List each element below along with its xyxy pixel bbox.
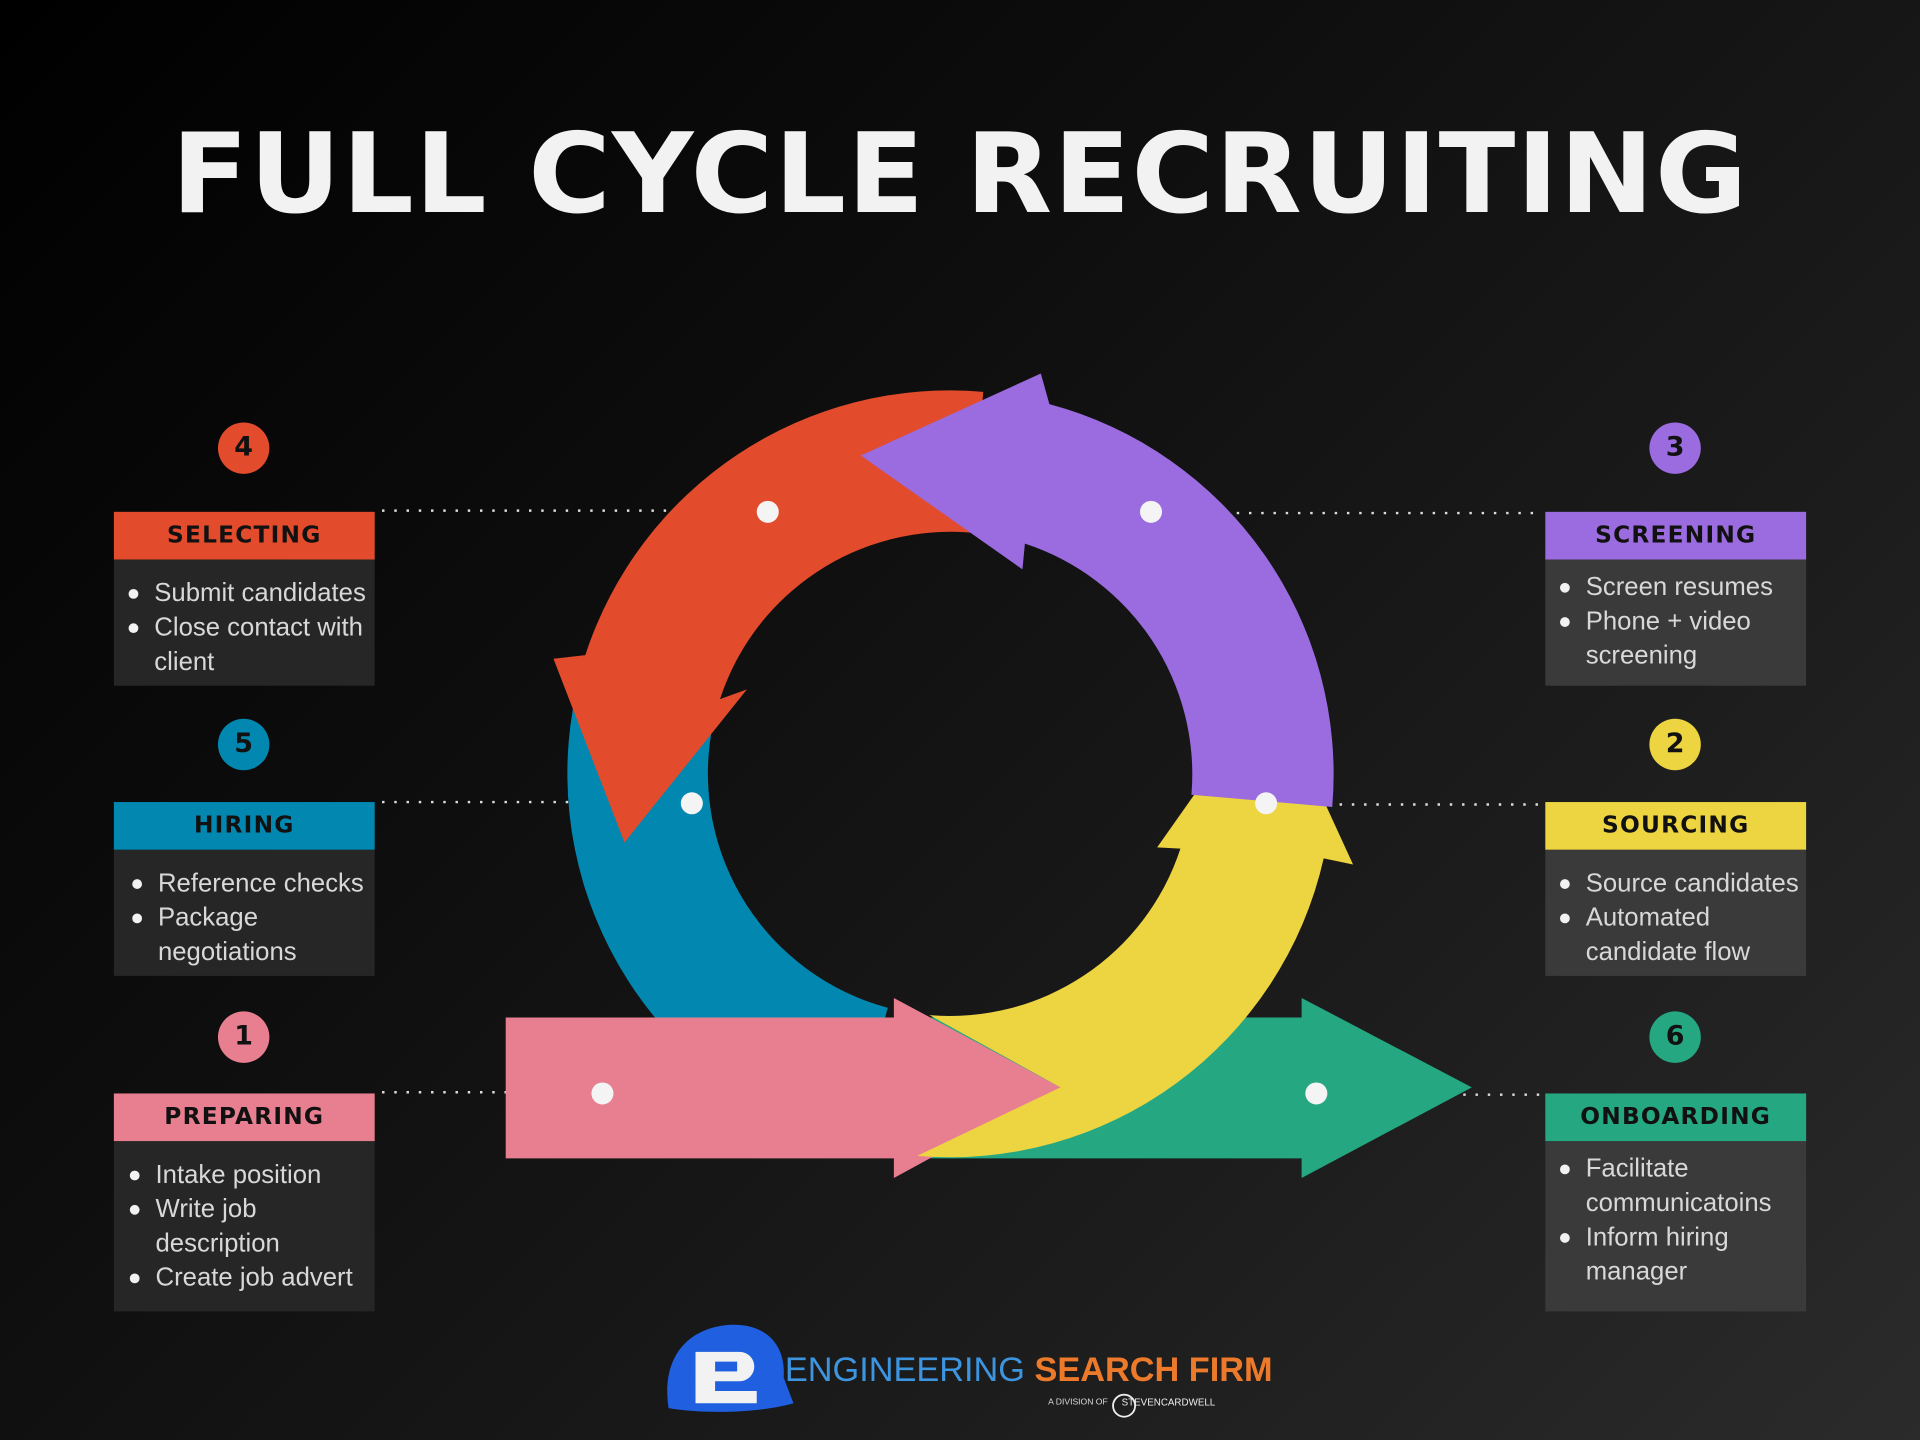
step-card-sourcing: SOURCING Source candidates Automated can… — [1545, 802, 1807, 976]
step-number-3: 3 — [1649, 422, 1701, 474]
company-logo-text: ENGINEERING SEARCH FIRM — [785, 1348, 1273, 1392]
step-number-5: 5 — [217, 718, 270, 771]
dot-hiring — [680, 792, 703, 815]
page-title: FULL CYCLE RECRUITING — [171, 110, 1749, 239]
step-title: PREPARING — [113, 1093, 375, 1142]
logo-part2: SEARCH FIRM — [1034, 1350, 1273, 1389]
list-item: Package negotiations — [130, 901, 368, 970]
list-item: Facilitate communicatoins — [1558, 1152, 1799, 1221]
division-label: A DIVISION OF — [1048, 1398, 1108, 1407]
list-item: Phone + video screening — [1558, 605, 1799, 674]
selecting-arrow — [553, 390, 984, 843]
preparing-arrow — [505, 997, 1061, 1178]
step-number-4: 4 — [217, 422, 270, 474]
step-number-1: 1 — [217, 1011, 270, 1063]
dot-sourcing — [1255, 792, 1278, 815]
list-item: Inform hiring manager — [1558, 1221, 1799, 1290]
dot-preparing — [591, 1082, 614, 1105]
list-item: Reference checks — [130, 867, 368, 901]
step-card-hiring: HIRING Reference checks Package negotiat… — [113, 802, 375, 976]
step-card-screening: SCREENING Screen resumes Phone + video s… — [1545, 511, 1807, 686]
parent-logo-icon — [1112, 1393, 1137, 1418]
connector-dots — [591, 500, 1328, 1105]
list-item: Screen resumes — [1558, 571, 1799, 605]
step-title: SOURCING — [1545, 802, 1807, 850]
list-item: Automated candidate flow — [1558, 901, 1799, 970]
hardhat-logo-icon — [667, 1324, 794, 1412]
list-item: Close contact with client — [126, 611, 367, 680]
list-item: Write job description — [127, 1193, 367, 1262]
dot-screening — [1140, 500, 1163, 523]
step-title: SCREENING — [1545, 511, 1807, 560]
step-number-6: 6 — [1649, 1011, 1701, 1063]
step-number-2: 2 — [1649, 718, 1701, 771]
step-title: SELECTING — [113, 511, 375, 560]
list-item: Submit candidates — [126, 577, 367, 611]
dot-selecting — [756, 500, 779, 523]
step-card-preparing: PREPARING Intake position Write job desc… — [113, 1093, 375, 1312]
dot-onboarding — [1305, 1082, 1328, 1105]
step-title: ONBOARDING — [1545, 1093, 1807, 1142]
logo-part1: ENGINEERING — [784, 1350, 1025, 1389]
list-item: Create job advert — [127, 1261, 367, 1295]
screening-arrow — [860, 373, 1334, 807]
connector-lines — [382, 509, 1541, 1096]
list-item: Intake position — [127, 1158, 367, 1192]
parent-company: STEVENCARDWELL — [1121, 1397, 1216, 1409]
sourcing-arrow — [917, 685, 1354, 1158]
list-item: Source candidates — [1558, 867, 1799, 901]
step-card-onboarding: ONBOARDING Facilitate communicatoins Inf… — [1545, 1093, 1807, 1312]
step-title: HIRING — [113, 802, 375, 850]
step-card-selecting: SELECTING Submit candidates Close contac… — [113, 511, 375, 686]
